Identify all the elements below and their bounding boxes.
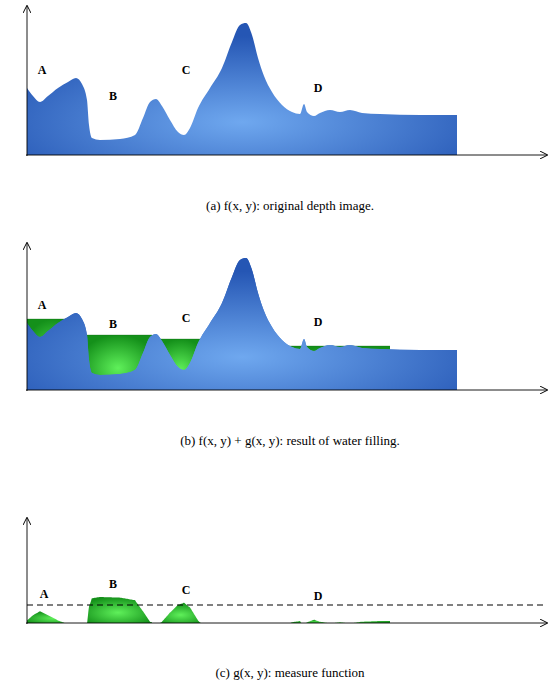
x-axis [26,390,547,391]
measure-fill [84,597,152,623]
panel-b [26,243,547,391]
region-letter: C [182,312,191,324]
region-letter: D [314,316,323,328]
y-axis [27,243,28,391]
panel-caption: (a) f(x, y): original depth image. [206,199,374,212]
threshold-line [27,605,547,606]
y-axis [27,518,28,624]
measure-fill [27,611,80,623]
region-letter: A [38,299,47,311]
measure-fill [156,603,205,623]
region-letter: C [182,584,191,596]
water-level [156,339,205,340]
measure-fill [286,620,390,623]
depth-profile [27,258,457,390]
region-letter: C [182,64,191,76]
depth-profile [27,23,457,155]
region-letter: A [40,588,49,600]
region-letter: B [109,578,117,590]
depth-profile-overlay [27,258,457,390]
panel-caption: (b) f(x, y) + g(x, y): result of water f… [180,434,400,447]
panel-c [26,518,547,624]
region-letter: D [314,590,323,602]
water-level [84,335,152,336]
x-axis [26,623,547,624]
y-axis [27,6,28,156]
panel-a [26,6,547,156]
panel-caption: (c) g(x, y): measure function [215,666,364,679]
region-letter: D [314,82,323,94]
region-letter: B [109,318,117,330]
region-letter: A [38,64,47,76]
x-axis [26,155,547,156]
region-letter: B [109,90,117,102]
